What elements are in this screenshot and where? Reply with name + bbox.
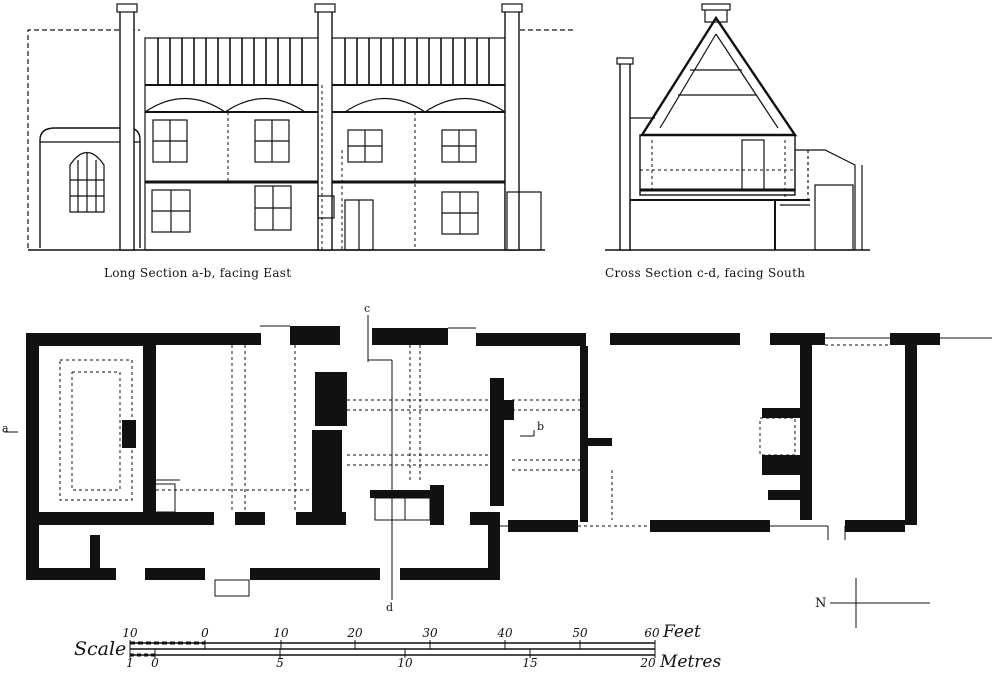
feet-tick: 0 (201, 626, 209, 640)
feet-tick: 30 (422, 626, 438, 640)
metre-tick: 1 (126, 656, 134, 670)
long-section-caption: Long Section a-b, facing East (104, 266, 292, 280)
metre-tick: 20 (640, 656, 656, 670)
north-arrow (830, 578, 930, 628)
scale-bar (129, 640, 656, 658)
section-marker-a: a (2, 422, 9, 435)
metre-tick: 10 (397, 656, 413, 670)
metre-tick: 0 (151, 656, 159, 670)
metre-tick: 5 (276, 656, 284, 670)
metres-unit-label: Metres (660, 652, 722, 672)
feet-tick: 10 (122, 626, 138, 640)
feet-tick: 10 (273, 626, 289, 640)
cross-section-caption: Cross Section c-d, facing South (605, 266, 806, 280)
section-marker-b: b (537, 420, 545, 433)
feet-unit-label: Feet (663, 622, 701, 642)
feet-tick: 50 (572, 626, 588, 640)
section-marker-d: d (386, 601, 394, 614)
scale-label: Scale (74, 638, 127, 660)
feet-tick: 20 (347, 626, 363, 640)
cross-section-drawing (605, 3, 870, 251)
north-label: N (815, 596, 827, 611)
metre-tick: 15 (522, 656, 538, 670)
section-marker-c: c (364, 302, 371, 315)
long-section-drawing (27, 3, 575, 251)
feet-tick: 60 (644, 626, 660, 640)
ground-floor-plan (4, 315, 992, 600)
feet-tick: 40 (497, 626, 513, 640)
